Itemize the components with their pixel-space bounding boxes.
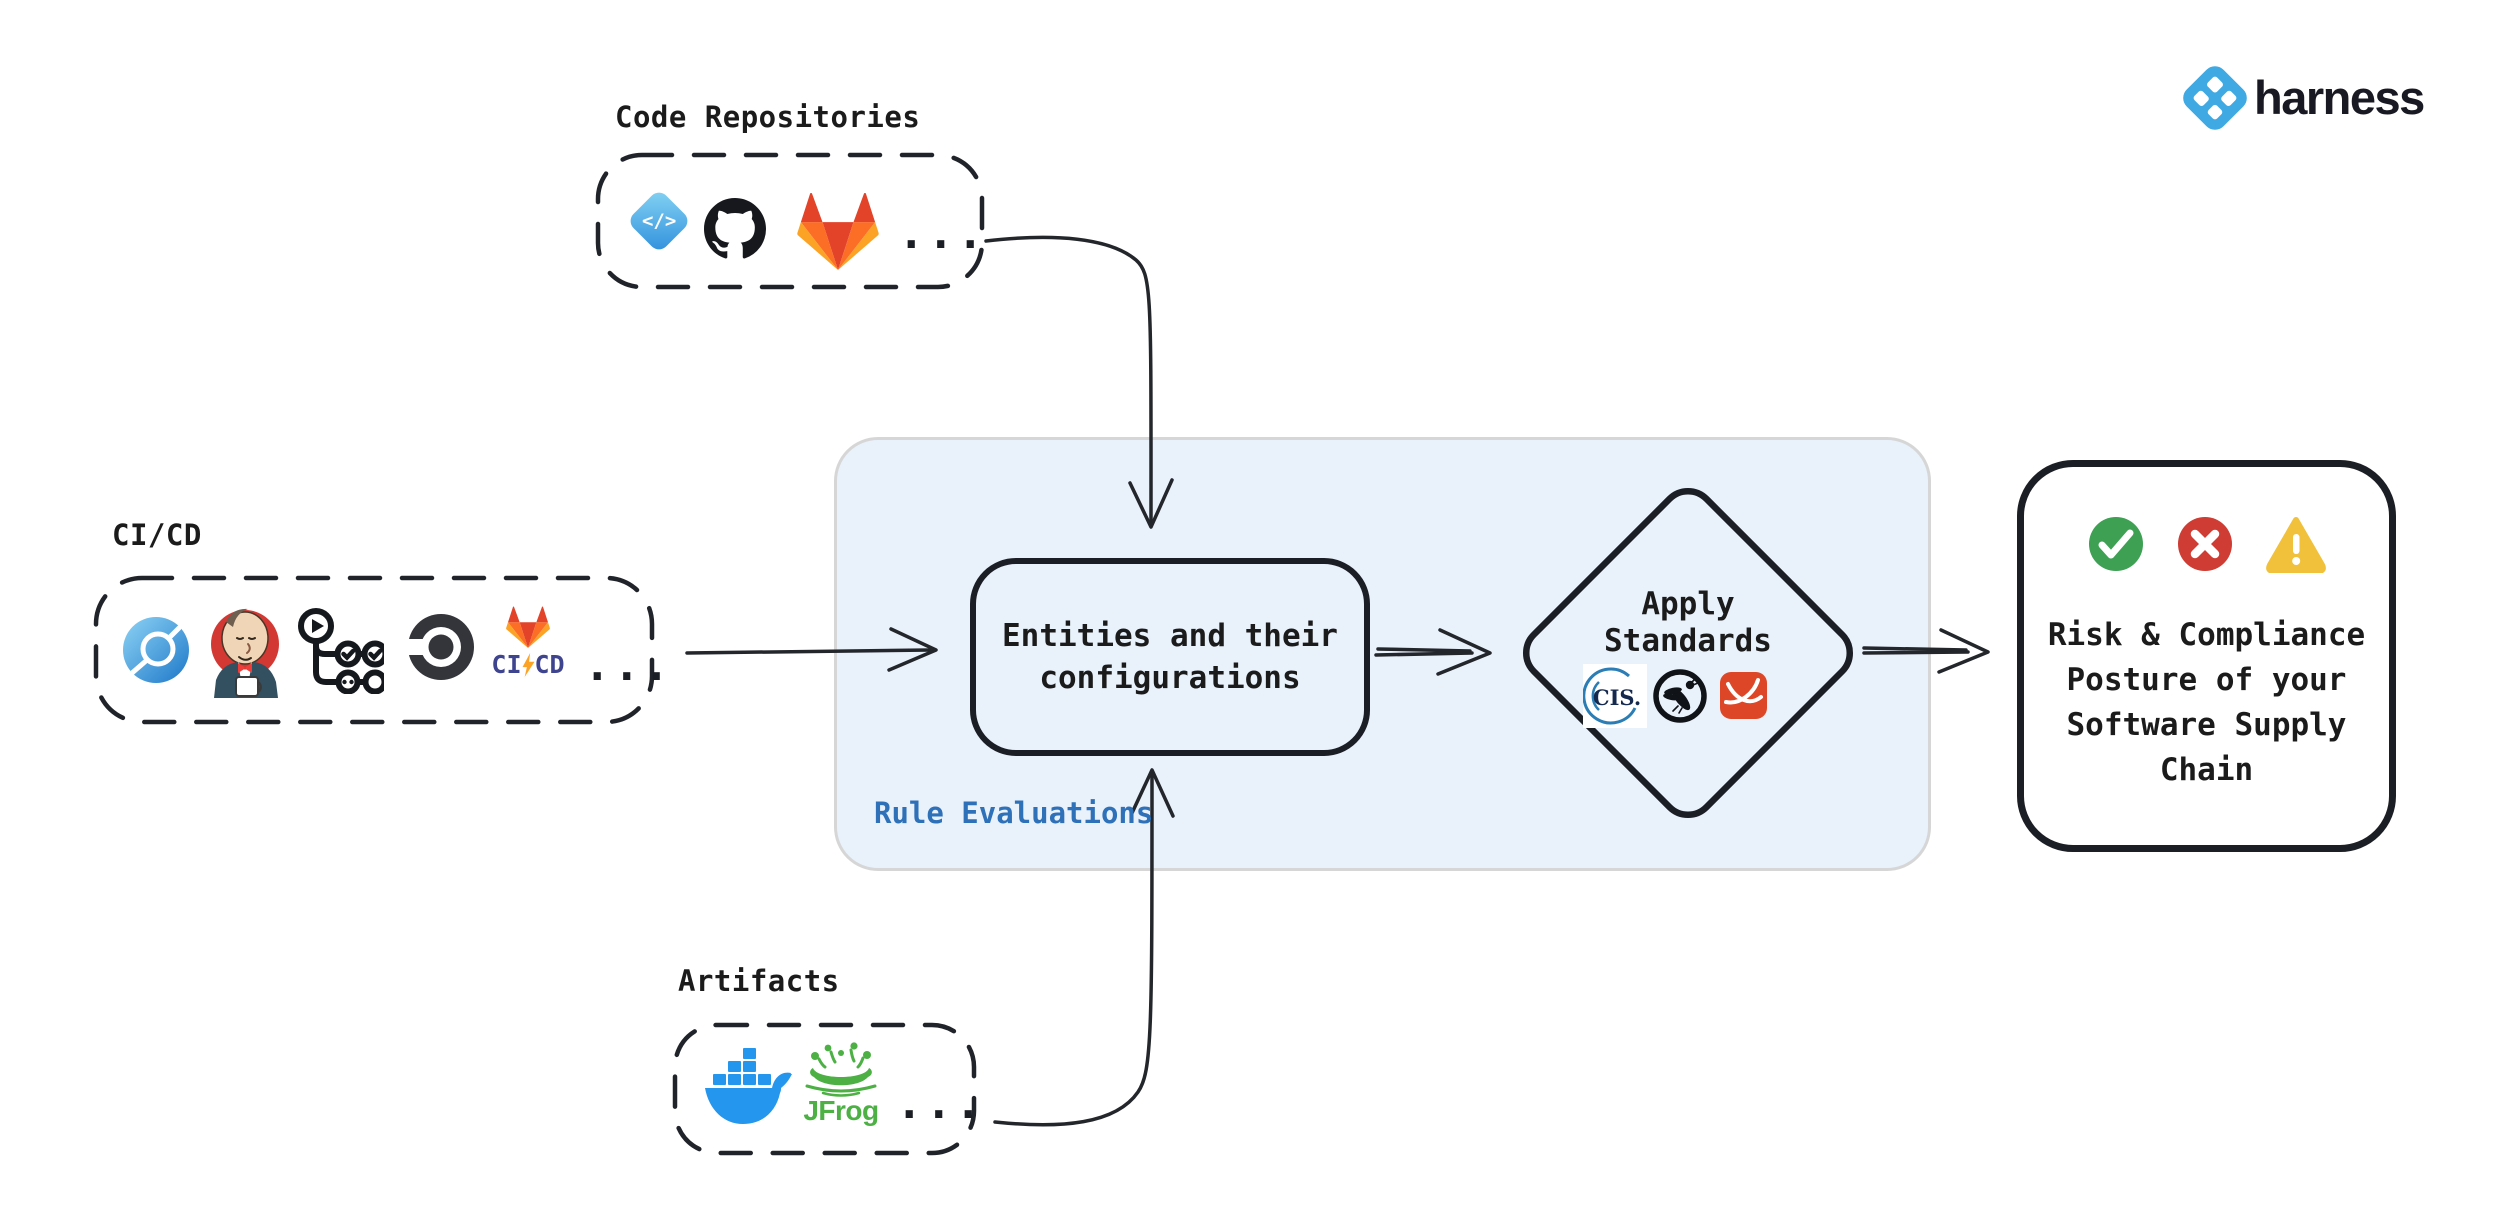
outcome-line: Chain bbox=[2159, 752, 2254, 788]
github-actions-icon bbox=[298, 608, 384, 694]
apply-standards-line2: Standards bbox=[1604, 623, 1772, 659]
gitlab-cd-text: CD bbox=[534, 650, 565, 679]
harness-logo-icon bbox=[2178, 61, 2252, 135]
orange-standard-icon bbox=[1720, 672, 1767, 719]
gitlab-cicd-icon: CI CD bbox=[486, 606, 570, 679]
arrowhead-standards-to-outcome bbox=[1937, 628, 1990, 674]
apply-standards-line1: Apply bbox=[1641, 586, 1735, 622]
lightning-bolt-icon bbox=[522, 652, 534, 677]
jfrog-splash-icon bbox=[805, 1042, 877, 1097]
entities-line1: Entities and their bbox=[1002, 618, 1338, 654]
rule-evaluations-label: Rule Evaluations bbox=[874, 796, 1154, 830]
entities-box: Entities and their configurations bbox=[970, 558, 1370, 756]
outcome-box: Risk & Compliance Posture of your Softwa… bbox=[2017, 460, 2396, 852]
outcome-line: Software Supply bbox=[2066, 707, 2347, 743]
gitlab-cicd-tanuki-icon bbox=[506, 606, 550, 648]
cis-text: CIS. bbox=[1593, 685, 1641, 710]
harness-ci-icon bbox=[123, 617, 189, 683]
owasp-icon bbox=[1653, 669, 1707, 723]
gitlab-icon bbox=[797, 192, 879, 270]
cicd-label: CI/CD bbox=[112, 518, 202, 552]
circleci-icon bbox=[406, 614, 474, 680]
outcome-line: Risk & Compliance bbox=[2047, 617, 2366, 653]
fail-icon bbox=[2177, 517, 2232, 571]
cicd-more: ... bbox=[584, 640, 673, 691]
docker-icon bbox=[705, 1048, 792, 1124]
entities-line2: configurations bbox=[1039, 660, 1301, 696]
pass-icon bbox=[2088, 517, 2143, 571]
github-icon bbox=[704, 198, 766, 259]
outcome-line: Posture of your bbox=[2066, 662, 2347, 698]
status-icons-row bbox=[2087, 515, 2327, 573]
artifacts-label: Artifacts bbox=[678, 964, 840, 998]
jfrog-wordmark: JFrog bbox=[803, 1095, 879, 1126]
apply-standards-text: Apply Standards bbox=[1548, 586, 1828, 660]
warning-icon bbox=[2265, 517, 2326, 573]
harness-code-icon: </> bbox=[626, 188, 692, 254]
gitlab-ci-text: CI bbox=[491, 650, 522, 679]
harness-wordmark: harness bbox=[2254, 71, 2425, 124]
artifacts-more: ... bbox=[896, 1078, 985, 1129]
code-glyph: </> bbox=[641, 209, 677, 232]
jenkins-icon bbox=[211, 608, 279, 698]
code-repositories-more: ... bbox=[898, 208, 987, 259]
code-repositories-label: Code Repositories bbox=[615, 100, 921, 134]
outcome-text: Risk & Compliance Posture of your Softwa… bbox=[2048, 613, 2365, 793]
jfrog-icon: JFrog bbox=[798, 1042, 884, 1126]
cis-icon: CIS. bbox=[1583, 664, 1647, 728]
